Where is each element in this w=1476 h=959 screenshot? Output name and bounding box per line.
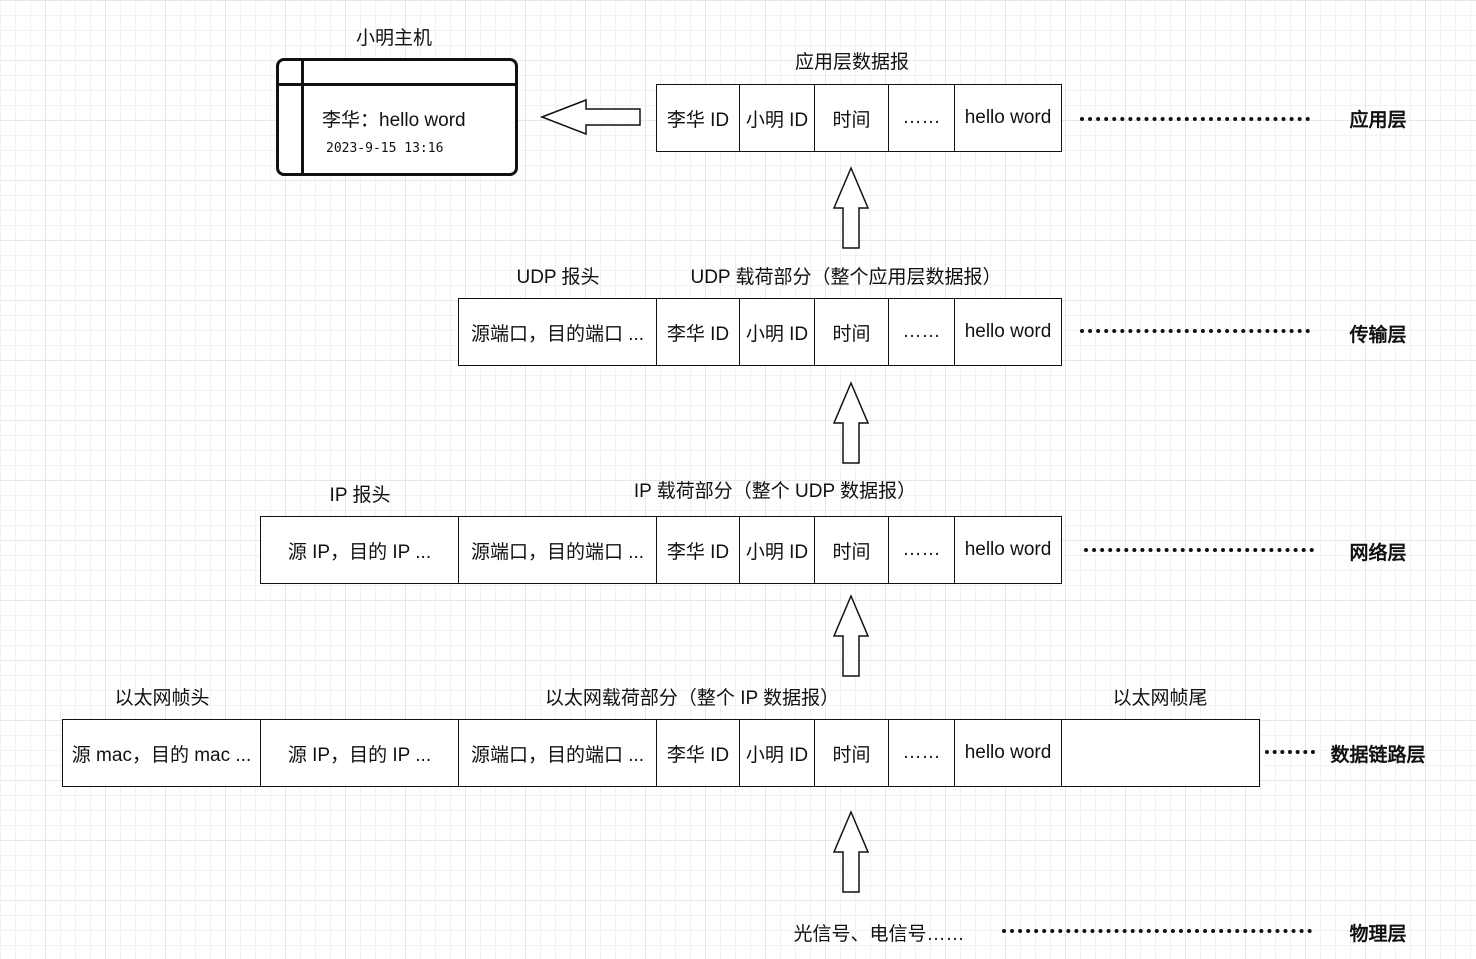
- ip-field-receiver-id: 小明 ID: [739, 516, 815, 584]
- udp-header-label: UDP 报头: [516, 267, 600, 288]
- udp-field-time: 时间: [814, 298, 889, 366]
- app-field-time: 时间: [814, 84, 889, 152]
- eth-payload-label: 以太网载荷部分（整个 IP 数据报）: [544, 688, 840, 709]
- eth-field-time: 时间: [814, 719, 889, 787]
- eth-header-label: 以太网帧头: [114, 688, 210, 709]
- ip-field-time: 时间: [814, 516, 889, 584]
- ip-field-udp-ports: 源端口，目的端口 ...: [458, 516, 657, 584]
- eth-field-trailer: [1061, 719, 1260, 787]
- app-field-content: hello word: [954, 84, 1062, 152]
- physical-layer-dots: [1002, 929, 1312, 933]
- layer-application: 应用层: [1349, 110, 1407, 131]
- arrow-left-icon: [539, 98, 641, 136]
- datalink-layer-dots: [1265, 750, 1315, 754]
- udp-field-content: hello word: [954, 298, 1062, 366]
- udp-field-ports: 源端口，目的端口 ...: [458, 298, 657, 366]
- arrow-up-icon: [832, 381, 870, 464]
- app-layer-dots: [1080, 117, 1310, 121]
- ip-field-sender-id: 李华 ID: [656, 516, 740, 584]
- layer-transport: 传输层: [1349, 325, 1407, 346]
- udp-field-sender-id: 李华 ID: [656, 298, 740, 366]
- app-datagram-label: 应用层数据报: [794, 52, 910, 73]
- layer-datalink: 数据链路层: [1330, 745, 1426, 766]
- app-field-receiver-id: 小明 ID: [739, 84, 815, 152]
- physical-signal-label: 光信号、电信号……: [793, 924, 965, 945]
- eth-field-ellipsis: ……: [888, 719, 955, 787]
- host-window: 李华：hello word 2023-9-15 13:16: [276, 58, 518, 176]
- transport-layer-dots: [1080, 329, 1310, 333]
- host-title: 小明主机: [355, 28, 433, 49]
- ip-field-ellipsis: ……: [888, 516, 955, 584]
- arrow-up-icon: [832, 594, 870, 677]
- eth-field-sender-id: 李华 ID: [656, 719, 740, 787]
- eth-field-udp-ports: 源端口，目的端口 ...: [458, 719, 657, 787]
- ip-field-content: hello word: [954, 516, 1062, 584]
- layer-network: 网络层: [1349, 543, 1407, 564]
- window-sidebar-line: [301, 61, 304, 173]
- network-layer-dots: [1084, 548, 1314, 552]
- app-field-sender-id: 李华 ID: [656, 84, 740, 152]
- eth-field-content: hello word: [954, 719, 1062, 787]
- eth-field-mac-addrs: 源 mac，目的 mac ...: [62, 719, 261, 787]
- eth-field-receiver-id: 小明 ID: [739, 719, 815, 787]
- ip-field-addrs: 源 IP，目的 IP ...: [260, 516, 459, 584]
- eth-trailer-label: 以太网帧尾: [1112, 688, 1208, 709]
- host-timestamp: 2023-9-15 13:16: [326, 141, 444, 156]
- udp-field-receiver-id: 小明 ID: [739, 298, 815, 366]
- ip-payload-label: IP 载荷部分（整个 UDP 数据报）: [633, 481, 917, 502]
- eth-field-ip-addrs: 源 IP，目的 IP ...: [260, 719, 459, 787]
- layer-physical: 物理层: [1349, 924, 1407, 945]
- window-titlebar-line: [279, 83, 515, 86]
- arrow-up-icon: [832, 810, 870, 893]
- ip-header-label: IP 报头: [329, 485, 391, 506]
- host-message: 李华：hello word: [322, 110, 466, 131]
- udp-field-ellipsis: ……: [888, 298, 955, 366]
- udp-payload-label: UDP 载荷部分（整个应用层数据报）: [690, 267, 1002, 288]
- app-field-ellipsis: ……: [888, 84, 955, 152]
- arrow-up-icon: [832, 166, 870, 249]
